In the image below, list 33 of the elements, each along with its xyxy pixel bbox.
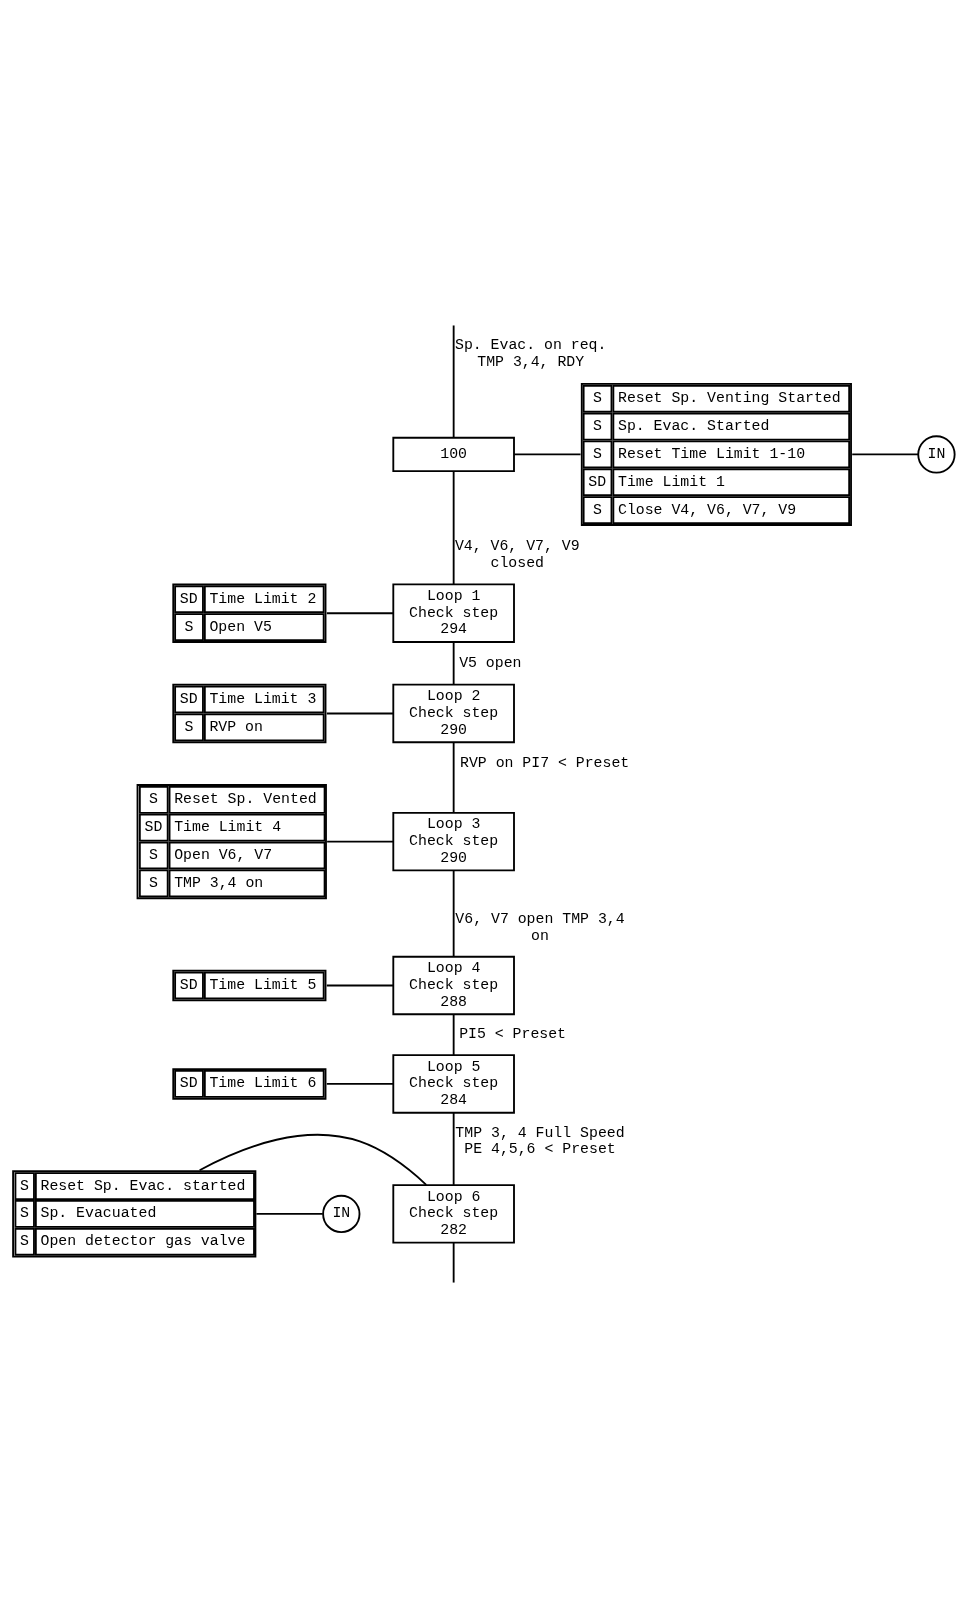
edge-label: RVP on PI7 < Preset	[460, 754, 630, 771]
node-box: Loop 4 Check step 288	[392, 955, 515, 1015]
edge-label: V6, V7 open TMP 3,4 on	[455, 910, 625, 944]
connector	[452, 869, 455, 957]
connector	[198, 1133, 428, 1186]
node-box: Loop 3 Check step 290	[392, 811, 515, 871]
connector	[325, 611, 395, 614]
connector	[325, 984, 395, 986]
edge-label: PI5 < Preset	[459, 1025, 567, 1042]
node-box: Loop 1 Check step 294	[392, 583, 515, 643]
node-box: Loop 6 Check step 282	[392, 1183, 515, 1244]
connector	[255, 1212, 324, 1215]
connector	[325, 1082, 395, 1085]
connector	[452, 324, 455, 438]
connector	[851, 453, 919, 455]
connector	[452, 741, 455, 814]
connector	[452, 469, 455, 585]
edge-label: Sp. Evac. on req. TMP 3,4, RDY	[454, 336, 607, 370]
edge-label: TMP 3, 4 Full Speed PE 4,5,6 < Preset	[455, 1124, 625, 1157]
connector	[326, 840, 395, 843]
connector	[513, 453, 582, 455]
connector	[452, 640, 455, 685]
node-box: 100	[392, 436, 515, 472]
node-box: Loop 5 Check step 284	[392, 1053, 515, 1114]
connector	[452, 1012, 455, 1056]
node-circle: IN	[322, 1194, 361, 1233]
node-box: Loop 2 Check step 290	[392, 683, 515, 743]
edge-label: V5 open	[459, 654, 522, 671]
connector	[452, 1111, 455, 1186]
connector	[325, 712, 395, 714]
connector	[452, 1241, 455, 1283]
node-circle: IN	[917, 434, 956, 474]
edge-label: V4, V6, V7, V9 closed	[454, 537, 580, 571]
